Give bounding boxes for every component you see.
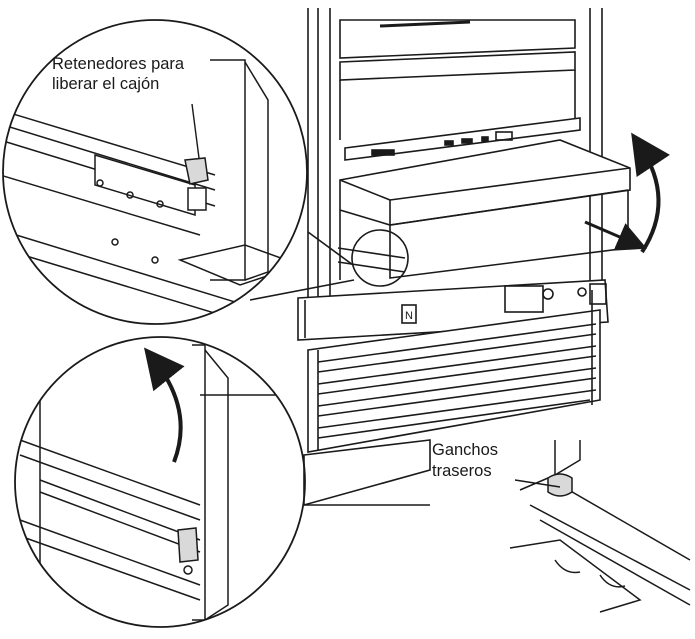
detail-retainers — [2, 19, 308, 325]
svg-text:N: N — [405, 310, 413, 322]
hooks-label-line1: Ganchos — [432, 441, 499, 459]
pull-out-arrow — [584, 220, 648, 251]
retainers-label-line1: Retenedores para — [52, 55, 185, 73]
callout-circle-rail — [249, 229, 409, 301]
lift-arrow — [144, 347, 185, 463]
pull-arrows — [584, 132, 670, 254]
detail-lift — [14, 336, 306, 628]
retainers-label-line2: liberar el cajón — [52, 75, 160, 93]
tilt-arrow — [631, 132, 670, 254]
hooks-label-line2: traseros — [432, 462, 492, 480]
detail-rear-hooks — [509, 440, 691, 613]
refrigerator-cabinet: N — [297, 8, 631, 507]
